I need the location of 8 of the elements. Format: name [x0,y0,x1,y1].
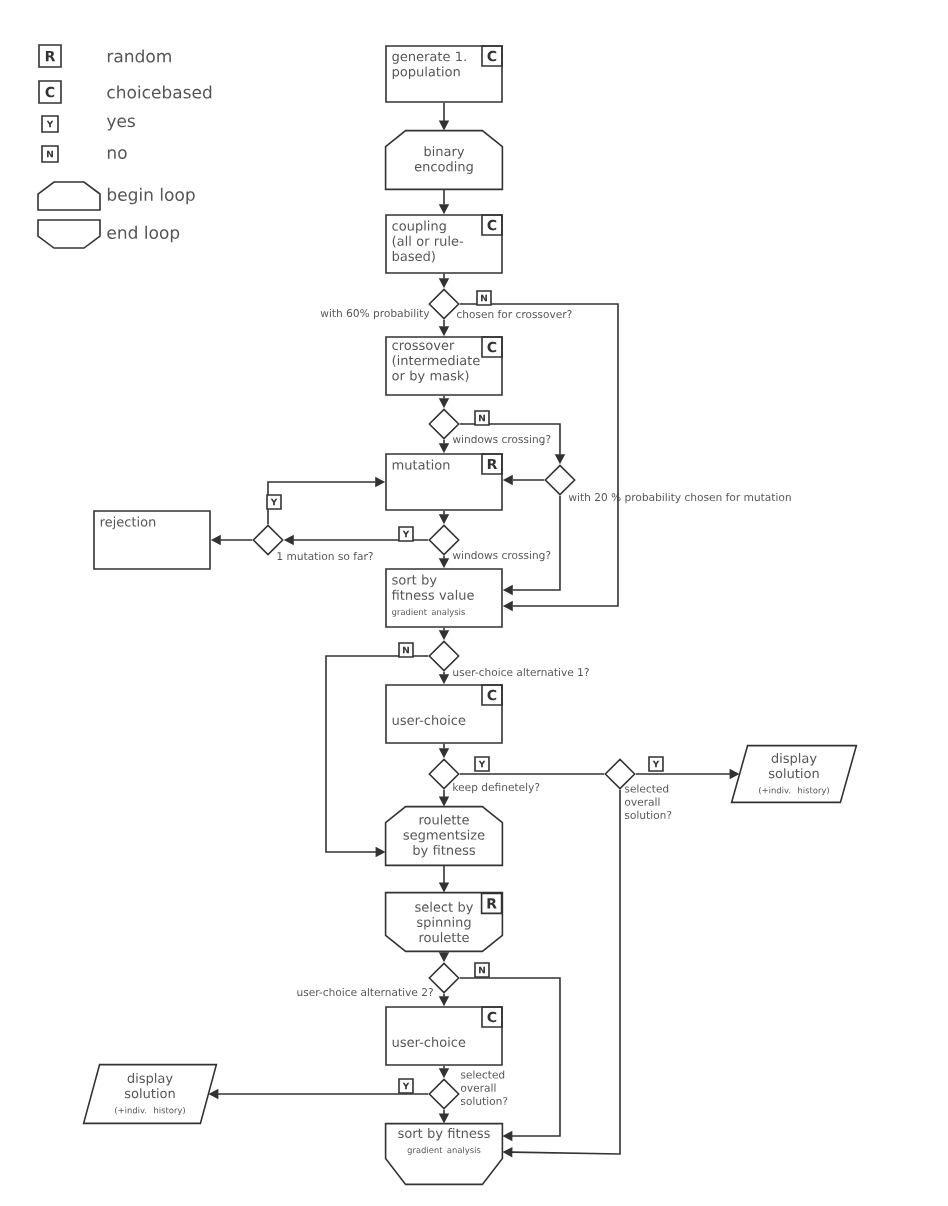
arrow [459,977,561,1142]
legend-text: begin loop [107,187,195,205]
arrow [459,303,619,612]
legend-text: no [107,149,127,159]
legend-text: end loop [107,225,180,243]
legend-text: random [107,49,171,63]
legend-text: choicebased [107,85,212,99]
legend-text: yes [106,117,135,131]
